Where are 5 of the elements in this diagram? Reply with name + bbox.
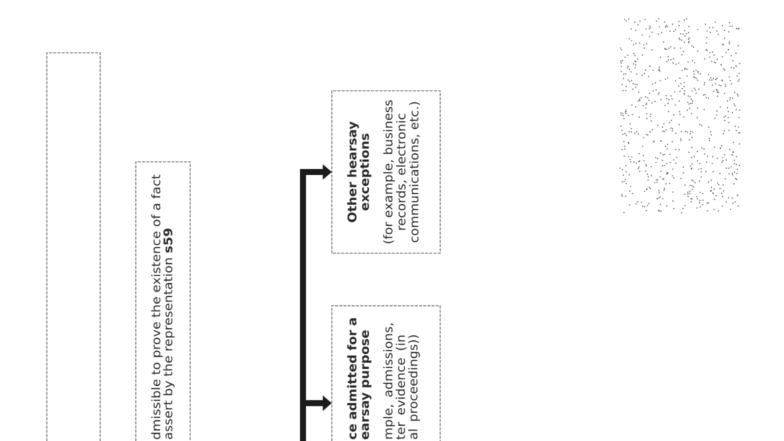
text-box: dmissible to prove the existence of a fact assert by the representation s59 [135, 161, 191, 441]
empty-box [46, 52, 101, 441]
text-box: Other hearsay exceptions (for example, business records, electronic communications, etc.) [331, 90, 441, 254]
text-box: ce admitted for a earsay purpose mple, admissions, ter evidence (in al proceedings)) [331, 305, 441, 441]
connector-line [300, 169, 306, 441]
